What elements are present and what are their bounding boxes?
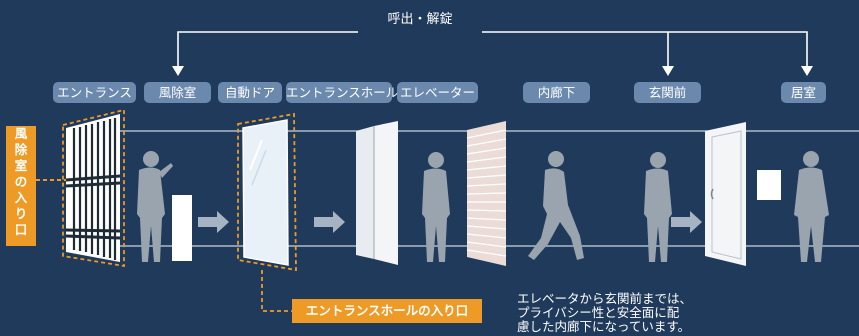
zone-label-entrance: エントランス [53, 82, 136, 103]
hall-entry-highlight-frame [237, 112, 297, 272]
arrow-down-icon [801, 66, 813, 76]
entrance-grille-door [65, 114, 121, 262]
vertical-label-char: 口 [14, 222, 28, 237]
zone-label-entrance-hall: エントランスホール [286, 82, 398, 103]
intercom-panel [172, 195, 192, 261]
arrow-down-icon [662, 66, 674, 76]
note-line: エレベータから玄関前までは、 [517, 291, 693, 306]
zone-label-front-door: 玄関前 [634, 82, 701, 103]
person-silhouette [528, 151, 584, 260]
zone-label-living-room: 居室 [781, 82, 826, 103]
entrance-highlight-frame [62, 108, 125, 268]
zone-label-automatic-door: 自動ドア [218, 82, 282, 103]
intercom-monitor [757, 170, 781, 200]
corridor-note: エレベータから玄関前までは、 プライバシー性と安全面に配 慮した内廊下になってい… [517, 292, 857, 334]
elevator-doors [356, 121, 398, 265]
apartment-front-door [705, 122, 746, 266]
note-line: プライバシー性と安全面に配 [517, 305, 680, 320]
vertical-label-char: 除 [14, 142, 28, 157]
zone-label-inner-corridor: 内廊下 [523, 82, 590, 103]
automatic-glass-door [242, 119, 289, 266]
person-silhouette [644, 152, 672, 262]
entrance-hall-entry-label: エントランスホールの入り口 [292, 299, 482, 323]
vertical-label-char: 室 [14, 158, 28, 173]
vertical-label-char: の [14, 174, 28, 189]
vertical-label-char: 入 [14, 190, 28, 205]
person-silhouette [794, 151, 829, 262]
corridor-wall-panel [466, 121, 507, 266]
call-unlock-connector [177, 31, 808, 67]
arrow-down-icon [172, 66, 184, 76]
diagram-title: 呼出・解錠 [387, 12, 453, 27]
connector-line [261, 270, 292, 312]
zone-label-elevator: エレベーター [397, 82, 478, 103]
person-silhouette [422, 152, 450, 262]
vertical-label-char: り [14, 206, 28, 221]
vertical-label-char: 風 [14, 126, 28, 141]
arrow-right-icon [671, 211, 702, 233]
person-silhouette [137, 151, 173, 262]
arrow-right-icon [314, 211, 345, 233]
note-line: 慮した内廊下になっています。 [517, 319, 691, 334]
zone-label-windbreak-room: 風除室 [144, 82, 211, 103]
arrow-right-icon [198, 211, 229, 233]
windbreak-room-entry-label: 風 除 室 の 入 り 口 [6, 126, 36, 246]
